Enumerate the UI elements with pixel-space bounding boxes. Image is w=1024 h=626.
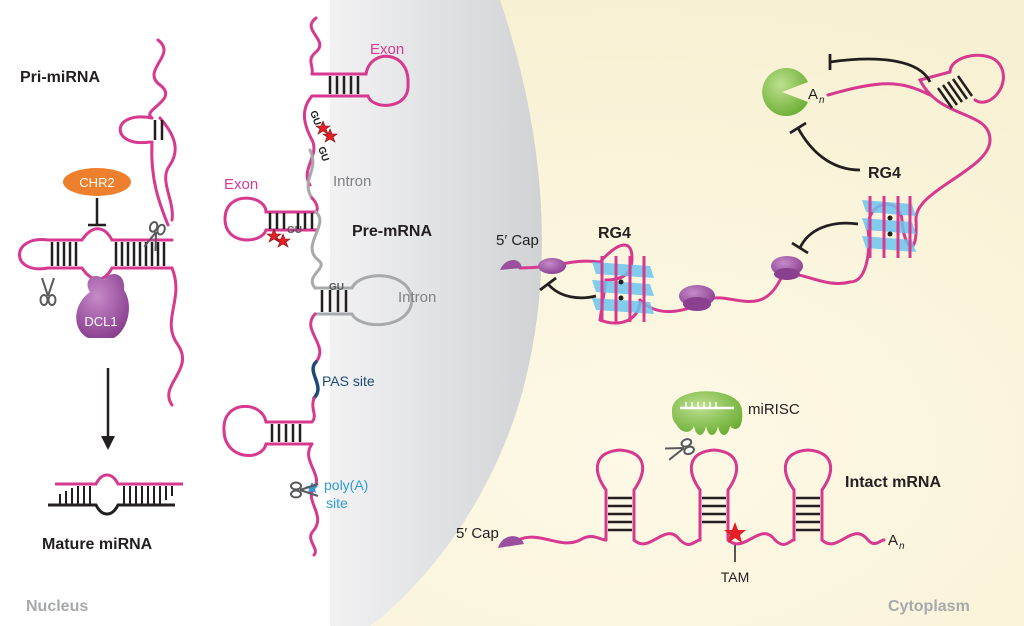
- chr2-inhibition-arrow: [88, 198, 106, 227]
- upper-mrna-base-pairs: [936, 75, 974, 109]
- pri-mirna-top-loop: [118, 115, 154, 145]
- exon-stem-loop: [310, 54, 410, 107]
- poly-a-label-line2: site: [326, 495, 348, 511]
- pre-mrna-base-pairs: [268, 76, 360, 442]
- intron-top-label: Intron: [333, 173, 371, 190]
- star-icon: [306, 482, 318, 493]
- intact-mrna-base-pairs: [608, 496, 820, 532]
- an-lower-subscript: n: [899, 541, 905, 552]
- dcl1-label: DCL1: [84, 314, 117, 329]
- rg4-right-label: RG4: [868, 165, 901, 182]
- pre-mrna-label: Pre-mRNA: [352, 223, 432, 240]
- chr2-protein: [63, 168, 131, 196]
- ribosome: [538, 258, 566, 274]
- intact-mrna-strand: [516, 448, 886, 546]
- dcl1-protein: [76, 274, 129, 338]
- cytoplasm-label: Cytoplasm: [888, 598, 970, 615]
- pacman-exonuclease: [762, 68, 808, 117]
- tam-label: TAM: [721, 569, 750, 585]
- nuclear-envelope-shading: [330, 0, 542, 626]
- processing-arrow: [101, 368, 115, 450]
- scissors-icon: [39, 277, 57, 306]
- exon-left-stem-loop: [223, 196, 319, 242]
- mirisc-complex: [672, 391, 743, 435]
- exon-top-label: Exon: [370, 41, 404, 58]
- nucleus-label: Nucleus: [26, 598, 88, 615]
- pri-mirna-lower-strand: [167, 266, 185, 407]
- five-prime-cap-lower: [498, 536, 524, 548]
- an-upper-subscript: n: [819, 95, 825, 106]
- pri-mirna-terminal-loop: [18, 238, 50, 271]
- pri-mirna-label: Pri-miRNA: [20, 69, 100, 86]
- star-icon: [315, 120, 331, 135]
- gu-label: GU: [287, 225, 302, 236]
- intron-stem-loop: [313, 274, 414, 327]
- scissors-icon: [143, 221, 166, 251]
- exon-left-label: Exon: [224, 176, 258, 193]
- gu-label: GU: [307, 109, 322, 127]
- mirisc-label: miRISC: [748, 401, 800, 418]
- lower-exon-stem-loop: [222, 396, 316, 457]
- scissors-icon: [290, 481, 319, 499]
- an-lower-label: A: [888, 532, 898, 549]
- mature-mirna-duplex: [48, 473, 183, 516]
- gu-label: GU: [329, 282, 344, 293]
- poly-a-label-line1: poly(A): [324, 477, 368, 493]
- pas-site-segment: [311, 360, 320, 400]
- ribosome: [679, 285, 715, 311]
- star-icon: [322, 128, 338, 143]
- ribosome: [771, 256, 803, 280]
- pri-mirna-top-strand: [148, 38, 168, 120]
- cap-upper-label: 5′ Cap: [496, 232, 539, 249]
- pri-mirna-base-pairs: [50, 120, 166, 266]
- inhibition-arrows: [539, 54, 932, 300]
- cap-lower-label: 5′ Cap: [456, 525, 499, 542]
- star-icon: [724, 522, 746, 543]
- five-prime-cap-upper: [500, 259, 522, 270]
- pri-mirna-structure: [18, 38, 185, 407]
- chr2-label: CHR2: [79, 175, 114, 190]
- rg4-right-structure: [862, 196, 916, 258]
- intron-lower-label: Intron: [398, 289, 436, 306]
- star-icon: [275, 233, 291, 248]
- an-upper-label: A: [808, 86, 818, 103]
- red-star-marks: [266, 120, 338, 248]
- intact-mrna-label: Intact mRNA: [845, 474, 941, 491]
- scissors-icon: [665, 438, 695, 461]
- pas-site-label: PAS site: [322, 373, 375, 389]
- pre-mrna-structure: [222, 16, 414, 557]
- rg4-left-label: RG4: [598, 225, 631, 242]
- gu-label: GU: [315, 145, 330, 163]
- mature-mirna-label: Mature miRNA: [42, 536, 153, 553]
- rg4-left-structure: [592, 256, 654, 322]
- left-white-region: [0, 0, 330, 626]
